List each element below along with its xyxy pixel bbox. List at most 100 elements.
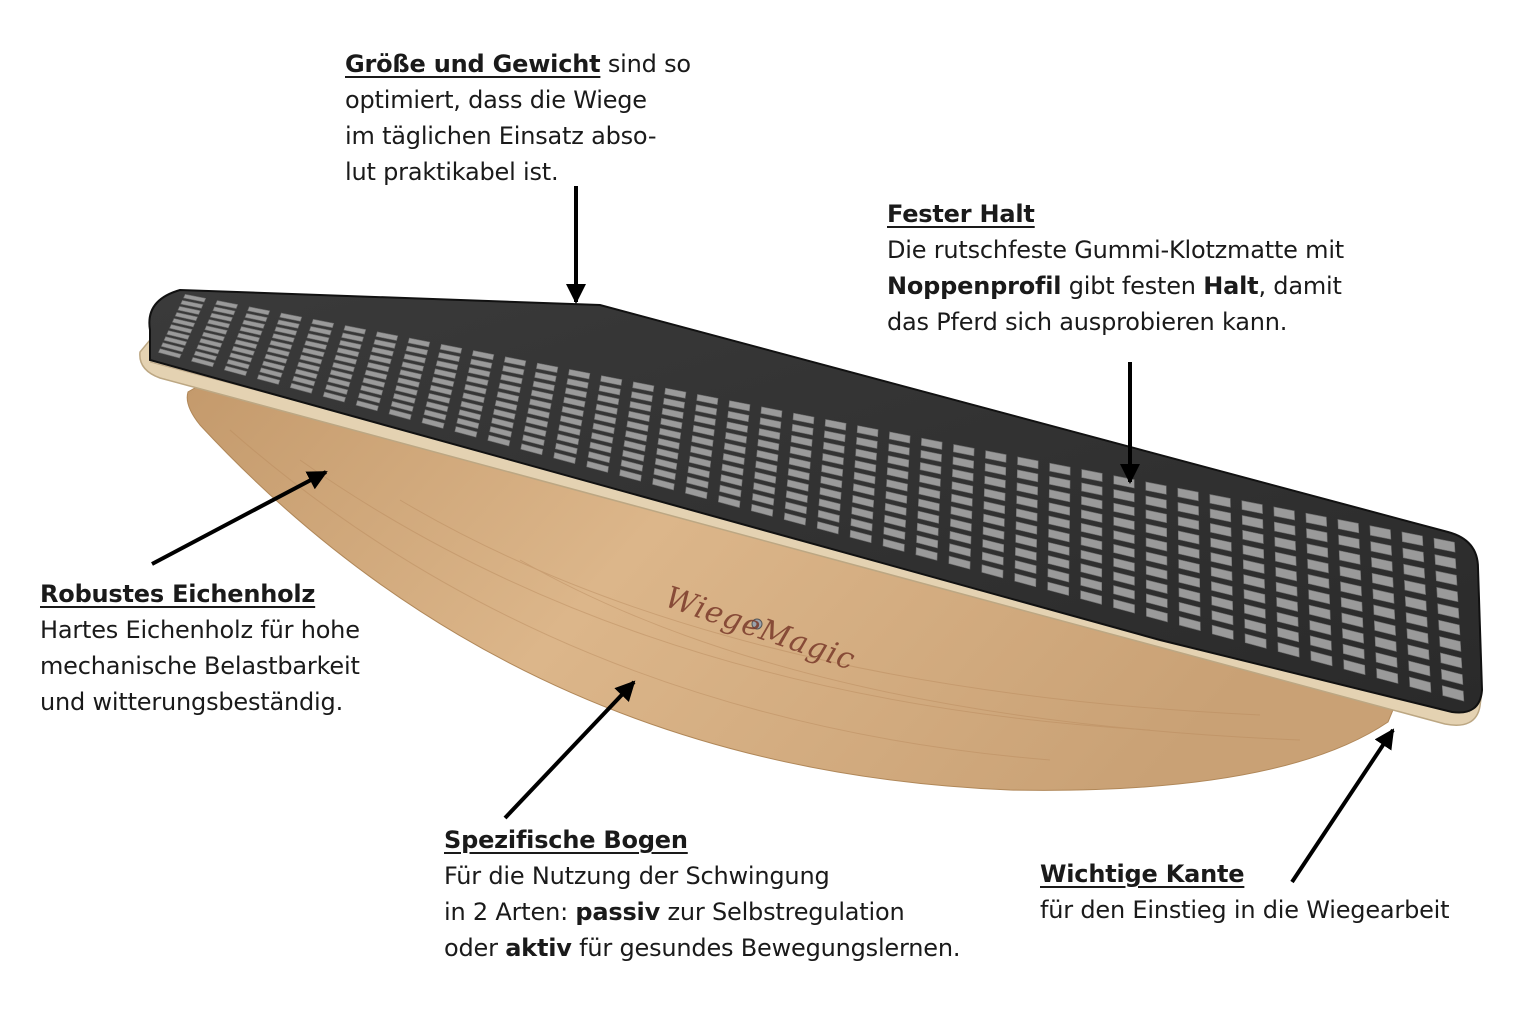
mat-nub [917,510,940,524]
mat-nub [1341,612,1364,628]
mat-nub [489,426,513,438]
mat-nub [760,406,783,418]
mat-nub [1145,509,1167,524]
mat-nub [597,394,620,406]
mat-nub [918,486,941,500]
mat-nub [532,380,555,392]
mat-nub [433,368,457,379]
mat-nub [1437,603,1460,619]
mat-nub [632,381,655,393]
mat-nub [458,409,482,421]
mat-nub [982,538,1005,553]
callout-fester-halt: Fester Halt Die rutschfeste Gummi-Klotzm… [887,196,1344,340]
mat-nub [1404,579,1426,595]
mat-nub [792,412,815,425]
mat-nub [271,333,295,343]
mat-nub [498,382,521,394]
mat-nub [364,369,388,380]
mat-nub [529,398,552,410]
mat-nub [561,405,584,417]
mat-nub [169,324,193,334]
mat-nub [1242,529,1264,544]
mat-nub [1309,635,1332,651]
mat-nub [884,502,907,516]
mat-nub [1145,481,1167,495]
mat-nub [1274,551,1297,567]
mat-nub [234,339,258,349]
mat-nub [1049,475,1071,489]
mat-nub [394,385,418,396]
mat-nub [1435,570,1458,586]
mat-nub [261,360,286,371]
mat-nub [856,436,878,449]
mat-nub [660,417,683,430]
mat-nub [1340,581,1362,597]
mat-nub [1177,502,1199,516]
mat-nub [852,494,875,508]
mat-nub [1338,550,1361,565]
mat-nub [1243,603,1266,619]
mat-nub [693,414,716,426]
callout-text: mechanische Belastbarkeit [40,652,360,680]
mat-nub [502,365,525,376]
callout-groesse-gewicht: Größe und Gewicht sind so optimiert, das… [345,46,691,190]
mat-nub [366,362,390,373]
mat-nub [1308,604,1331,620]
mat-nub [593,413,617,425]
mat-nub [884,514,907,528]
mat-nub [1441,685,1465,702]
mat-nub [1440,668,1464,685]
mat-nub [950,518,972,532]
mat-nub [1339,565,1362,581]
mat-nub [721,463,744,476]
mat-nub [1210,552,1233,567]
mat-nub [329,369,353,380]
mat-nub [1048,489,1071,503]
mat-nub [1016,469,1039,483]
mat-nub [917,498,940,512]
mat-nub [1276,596,1299,612]
mat-nub [325,384,349,395]
mat-nub [503,356,527,367]
mat-nub [1080,563,1103,578]
mat-nub [1080,522,1103,537]
mat-nub [919,462,942,475]
mat-nub [623,440,646,452]
mat-nub [758,428,781,440]
mat-nub [1113,543,1135,558]
mat-nub [464,383,487,395]
mat-nub [981,551,1004,566]
mat-nub [1113,530,1135,544]
callout-text: oder [444,934,506,962]
mat-nub [759,417,782,429]
mat-nub [728,400,751,412]
mat-nub [822,441,845,454]
mat-nub [1177,487,1199,502]
mat-nub [1242,559,1265,574]
mat-nub [226,359,250,370]
mat-nub [209,312,233,322]
mat-nub [401,361,425,372]
mat-nub [429,384,453,396]
mat-nub [629,401,652,413]
mat-nub [720,474,743,487]
mat-nub [883,526,906,540]
mat-nub [439,344,463,354]
mat-nub [823,430,846,443]
mat-nub [754,471,777,484]
mat-nub [183,293,207,303]
mat-nub [1016,482,1038,496]
mat-nub [215,300,239,309]
callout-text: Die rutschfeste Gummi-Klotzmatte mit [887,236,1345,264]
mat-nub [494,399,518,411]
mat-nub [723,442,746,455]
mat-nub [334,354,358,365]
mat-nub [982,526,1005,540]
mat-nub [852,483,875,496]
mat-nub [456,417,480,429]
mat-nub [756,449,779,462]
mat-nub [405,345,429,356]
mat-nub [1113,516,1135,531]
mat-nub [622,449,645,462]
